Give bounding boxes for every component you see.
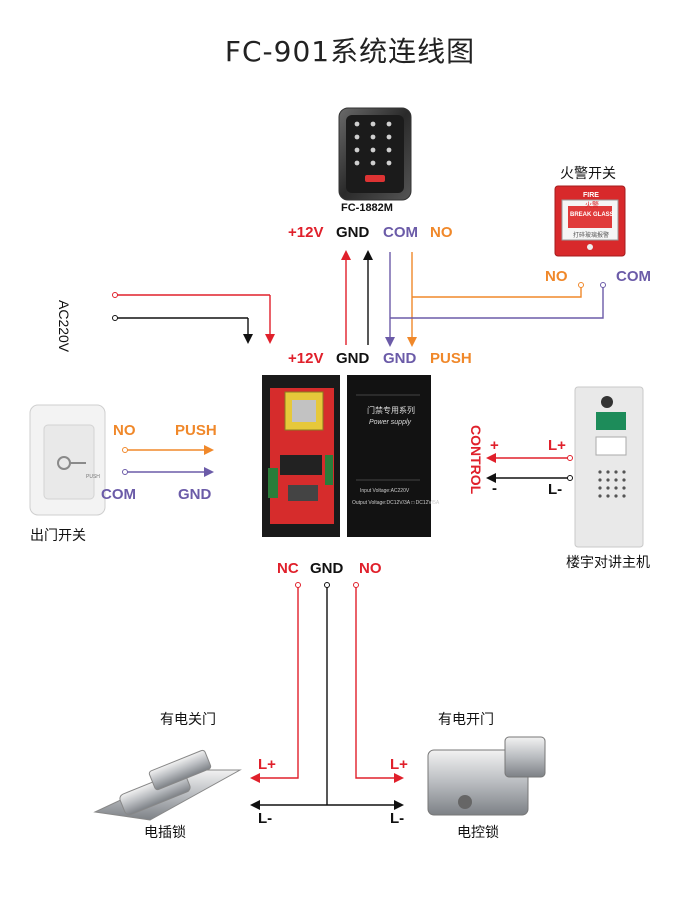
psu-label-en: Power supply <box>369 419 412 426</box>
lock-right-title: 有电开门 <box>438 712 494 728</box>
psu-output-voltage: Output Voltage:DC12V/3A □ DC12V/5A <box>352 500 440 506</box>
exit-terminal-gnd: GND <box>178 486 212 503</box>
diagram-title: FC-901系统连线图 <box>224 35 476 68</box>
lock-right-lminus: L- <box>390 810 405 827</box>
wire-fire-no <box>412 285 582 298</box>
keypad-device <box>338 107 412 201</box>
fire-terminal-no: NO <box>545 268 568 285</box>
keypad-terminal-gnd: GND <box>336 224 370 241</box>
lock-left-lplus: L+ <box>258 756 276 773</box>
fire-terminal-com: COM <box>616 268 651 285</box>
exit-terminal-com: COM <box>101 486 136 503</box>
lock-right-name: 电控锁 <box>457 825 499 841</box>
lock-left-lminus: L- <box>258 810 273 827</box>
keypad-terminal-com: COM <box>383 224 418 241</box>
intercom-name: 楼宇对讲主机 <box>566 555 650 571</box>
psu-terminal-gnd2: GND <box>383 350 417 367</box>
keypad-terminal-12v: +12V <box>288 224 324 241</box>
wire-fire-com <box>390 285 604 319</box>
exit-terminal-no: NO <box>113 422 136 439</box>
lock-left-title: 有电关门 <box>160 712 216 728</box>
keypad-model: FC-1882M <box>341 202 393 214</box>
psu-terminal-nc: NC <box>277 560 299 577</box>
intercom-lplus: L+ <box>548 437 566 454</box>
exit-button-device <box>29 404 106 516</box>
lock-right-lplus: L+ <box>390 756 408 773</box>
wire-lock-nc <box>250 585 299 783</box>
lock-left-name: 电插锁 <box>144 825 186 841</box>
intercom-minus: - <box>492 480 497 497</box>
exit-button-face-text: PUSH <box>86 474 100 480</box>
psu-input-voltage: Input Voltage:AC220V <box>360 488 410 494</box>
psu-terminal-gnd-bottom: GND <box>310 560 344 577</box>
fire-sign-text: FIRE <box>583 192 599 199</box>
intercom-device <box>574 386 644 548</box>
fire-sign-cn: 火警 <box>585 202 599 209</box>
electric-control-lock <box>427 736 546 816</box>
psu-terminal-no: NO <box>359 560 382 577</box>
intercom-lminus: L- <box>548 481 563 498</box>
fire-alarm-switch <box>554 185 626 257</box>
wire-lock-no <box>355 585 404 783</box>
psu-label-cn: 门禁专用系列 <box>367 406 415 415</box>
psu-terminal-gnd1: GND <box>336 350 370 367</box>
power-supply-unit <box>262 375 431 537</box>
fire-switch-name: 火警开关 <box>560 166 616 182</box>
keypad-terminal-no: NO <box>430 224 453 241</box>
psu-terminal-push: PUSH <box>430 350 472 367</box>
intercom-plus: + <box>490 437 499 454</box>
exit-terminal-push: PUSH <box>175 422 217 439</box>
fire-note-text: 打碎玻璃报警 <box>573 233 610 239</box>
fire-glass-text: BREAK GLASS <box>570 212 614 218</box>
electric-bolt-lock <box>93 749 242 821</box>
ac-input-label: AC220V <box>56 300 72 353</box>
intercom-control-label: CONTROL <box>468 425 484 495</box>
psu-terminal-12v: +12V <box>288 350 324 367</box>
exit-button-name: 出门开关 <box>30 528 86 544</box>
